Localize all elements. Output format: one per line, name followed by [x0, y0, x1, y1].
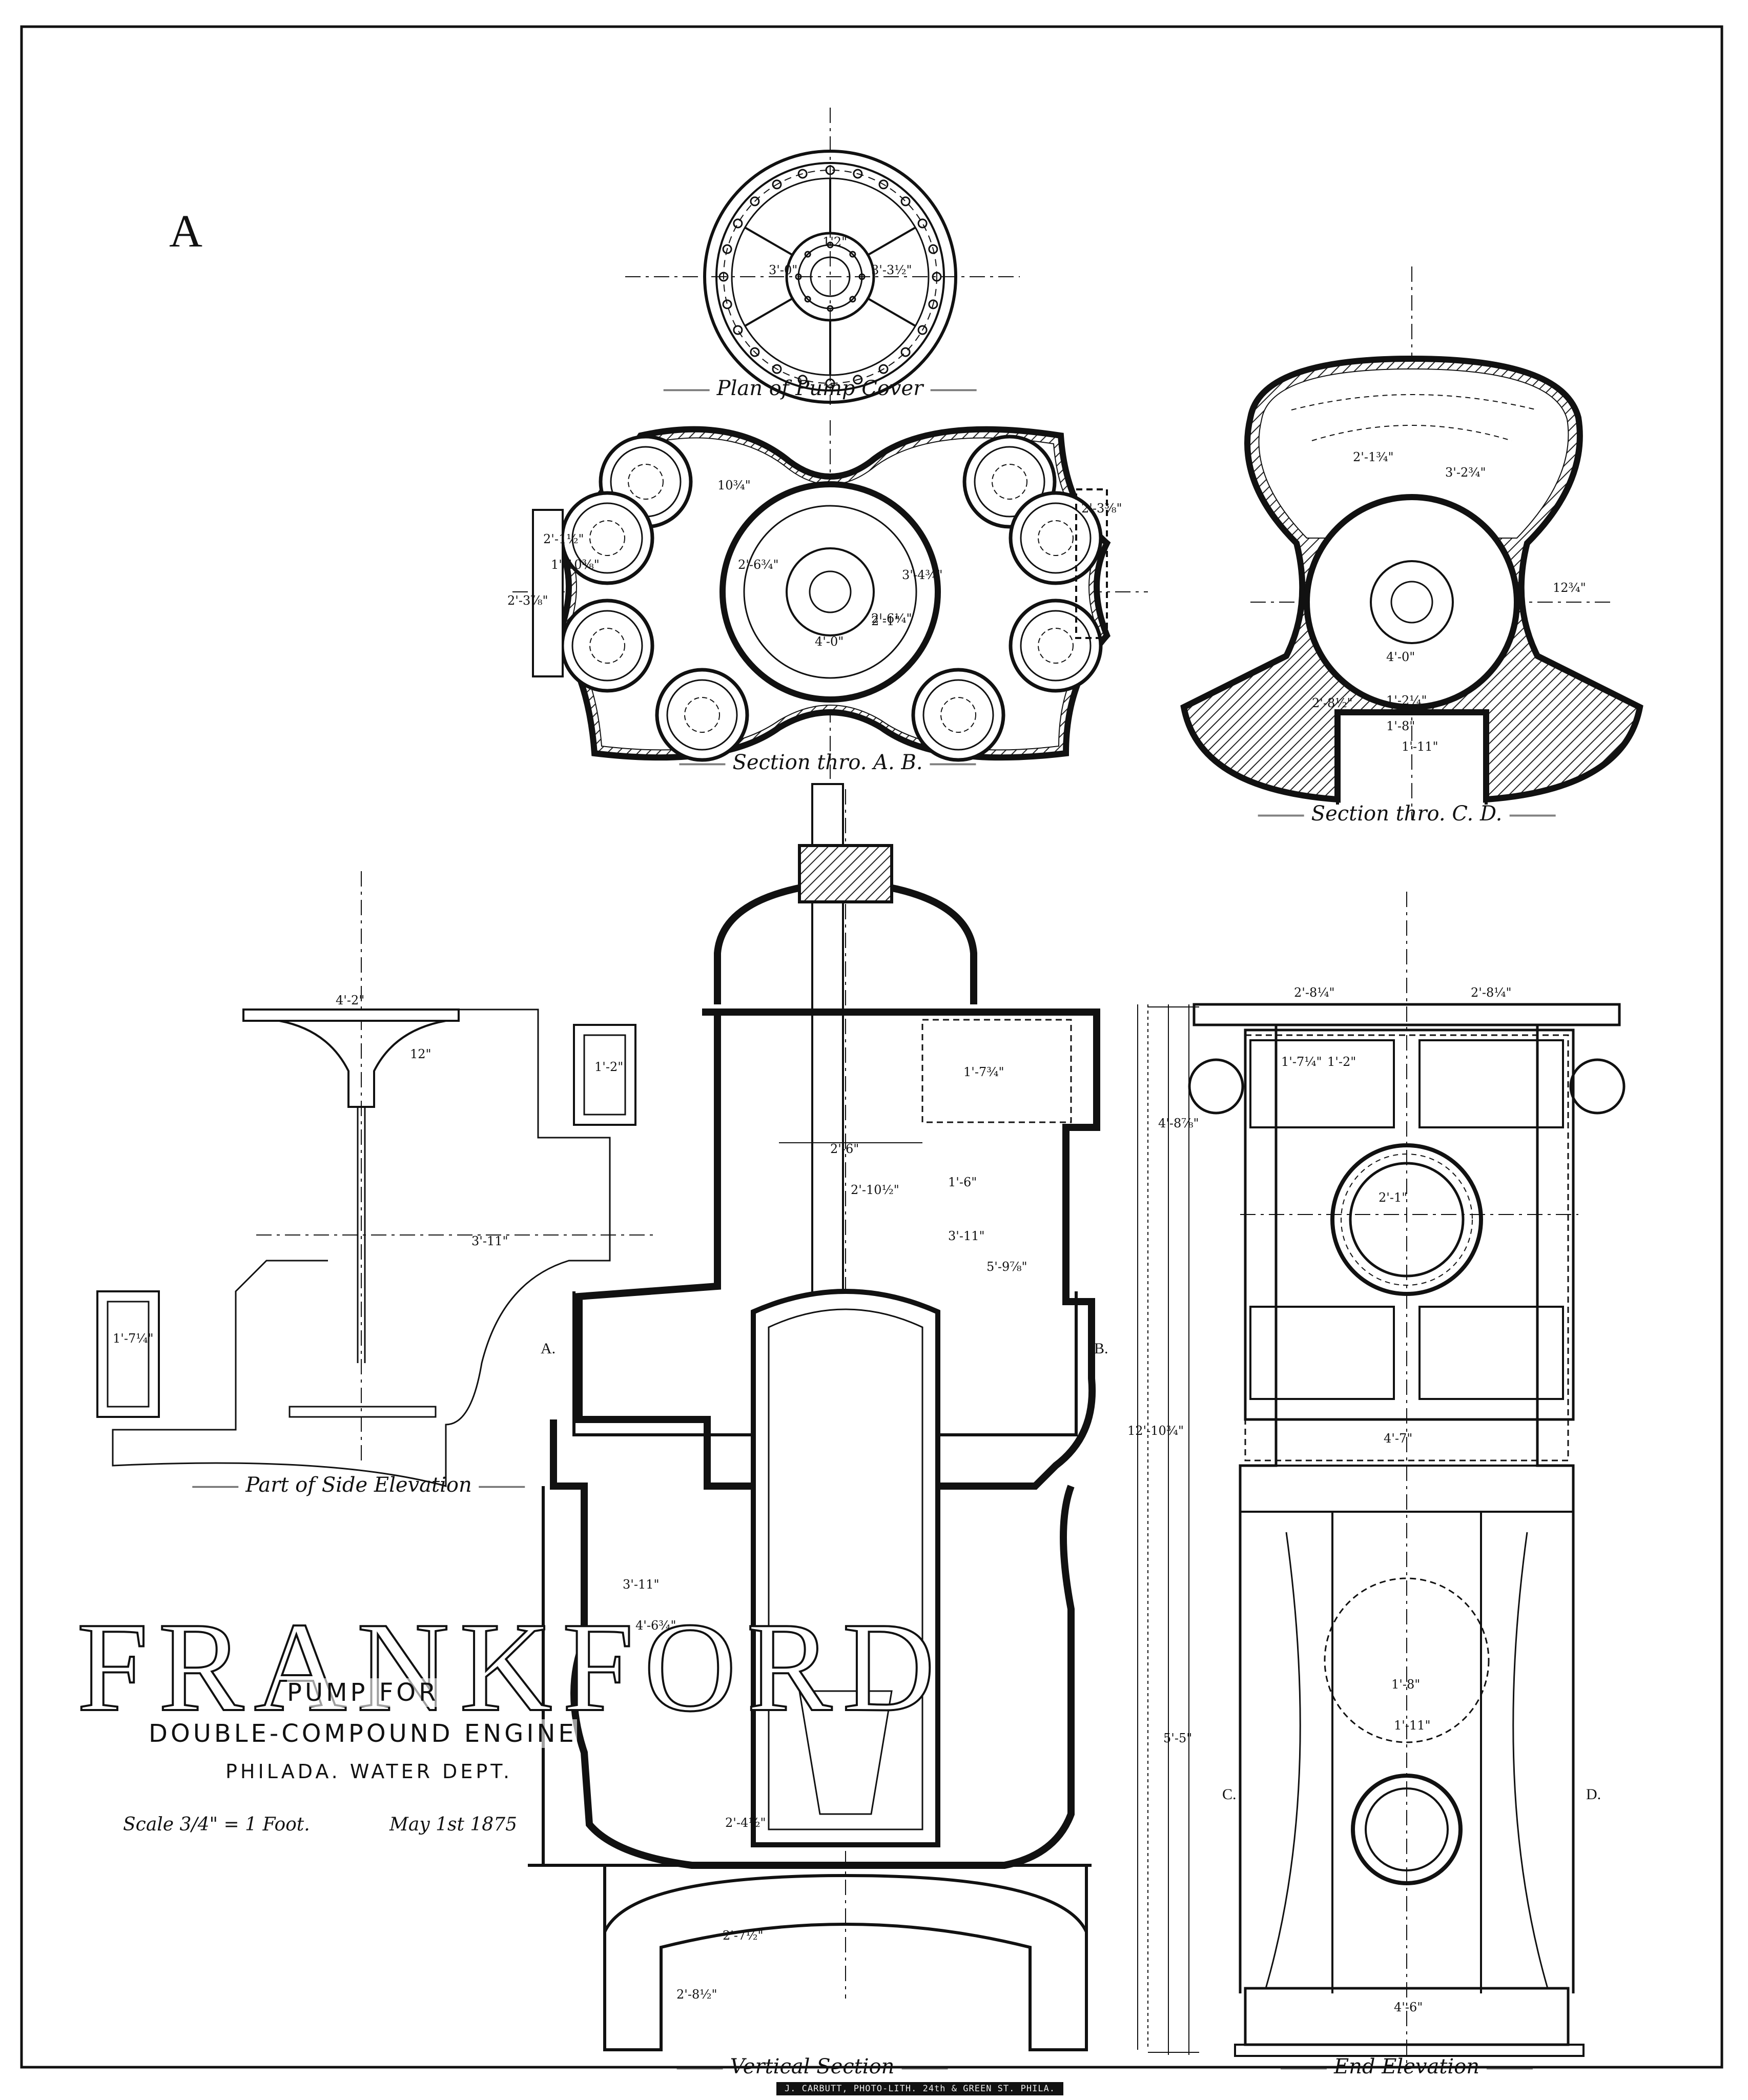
subtitle-line-1: PUMP FOR [287, 1678, 439, 1707]
dimension-vertical-2: 3'-11" [948, 1229, 985, 1243]
dimension-end-3: 1'-2" [1327, 1055, 1356, 1069]
section-point-b: B. [1094, 1340, 1108, 1357]
dimension-vertical-13: 5'-5" [1163, 1731, 1192, 1745]
dimension-cover-2: 1'2" [822, 235, 847, 249]
dimension-ab-5: 2'-1" [871, 614, 900, 628]
dimension-lines [1148, 1004, 1199, 2055]
dimension-cd-7: 12¾" [1553, 581, 1586, 595]
dimension-vertical-12: 4'-8⅞" [1158, 1116, 1199, 1130]
dimension-cd-6: 2'-8½" [1312, 696, 1353, 710]
dimension-vertical-0: 2'-6" [830, 1142, 859, 1156]
caption-section-cd: Section thro. C. D. [1251, 802, 1563, 826]
dimension-vertical-11: 12'-10¾" [1127, 1424, 1184, 1438]
dimension-ab-1: 2'-1½" [543, 532, 584, 546]
dimension-side-2: 3'-11" [471, 1234, 508, 1248]
dimension-vertical-7: 4'-6¾" [635, 1618, 676, 1633]
dimension-cd-3: 1'-2¼" [1386, 693, 1427, 708]
dimension-ab-8: 2'-3⅞" [507, 593, 548, 608]
sheet-title: FRANKFORD [76, 1595, 945, 1739]
dimension-side-4: 1'-7¼" [113, 1331, 154, 1346]
section-point-a: A. [541, 1340, 556, 1357]
dimension-ab-3: 3'-4¾" [902, 568, 943, 582]
dimension-ab-6: 2'-6¼" [871, 611, 912, 626]
caption-side-elevation: Part of Side Elevation [185, 1473, 532, 1497]
dimension-vertical-1: 2'-10½" [851, 1183, 899, 1197]
scale-note: Scale 3/4" = 1 Foot. [123, 1814, 310, 1835]
dimension-end-1: 2'-8¼" [1471, 985, 1512, 1000]
dimension-vertical-4: 1'-6" [948, 1175, 977, 1189]
subtitle-line-2: DOUBLE-COMPOUND ENGINE [149, 1719, 577, 1748]
dimension-cd-5: 1'-11" [1402, 739, 1438, 754]
dimension-vertical-3: 5'-9⅞" [986, 1260, 1027, 1274]
section-point-d: D. [1586, 1786, 1601, 1803]
dimension-cover-1: 3'-3½" [871, 263, 912, 277]
dimension-cover-0: 3'-0" [769, 263, 797, 277]
caption-section-ab: Section thro. A. B. [672, 751, 983, 774]
dimension-cd-2: 4'-0" [1386, 650, 1415, 664]
dimension-end-6: 1'-8" [1391, 1677, 1420, 1692]
dimension-side-1: 12" [410, 1047, 431, 1061]
dimension-vertical-10: 2'-8½" [676, 1987, 717, 2002]
caption-end-elevation: End Elevation [1273, 2055, 1540, 2078]
printer-imprint: J. CARBUTT, PHOTO-LITH. 24th & GREEN ST.… [776, 2082, 1063, 2095]
side-elevation [96, 871, 656, 1487]
dimension-end-7: 1'-11" [1394, 1718, 1431, 1733]
dimension-ab-2: 2'-6¾" [738, 558, 779, 572]
date-note: May 1st 1875 [389, 1814, 518, 1835]
dimension-ab-0: 10¾" [717, 478, 751, 492]
dimension-end-5: 4'-7" [1384, 1431, 1412, 1446]
dimension-cd-4: 1'-8" [1386, 719, 1415, 733]
dimension-ab-9: 2'-3⅜" [1081, 501, 1122, 516]
dimension-end-8: 4'-6" [1394, 2000, 1423, 2014]
dimension-vertical-6: 3'-11" [623, 1577, 660, 1592]
caption-vertical-section: Vertical Section [670, 2055, 955, 2078]
dimension-end-2: 1'-7¼" [1281, 1055, 1322, 1069]
sheet-letter: A [169, 206, 202, 257]
dimension-cd-0: 2'-1¾" [1353, 450, 1394, 464]
dimension-end-4: 2'-1" [1379, 1190, 1407, 1205]
dimension-ab-4: 4'-0" [815, 634, 844, 649]
dimension-vertical-9: 2'-7½" [723, 1928, 764, 1943]
caption-pump-cover: Plan of Pump Cover [656, 377, 984, 400]
dimension-vertical-8: 2'-4½" [725, 1816, 766, 1830]
dimension-side-0: 4'-2" [336, 993, 364, 1007]
dimension-end-0: 2'-8¼" [1294, 985, 1335, 1000]
section-cd [1180, 266, 1643, 820]
subtitle-line-3: PHILADA. WATER DEPT. [225, 1760, 513, 1783]
dimension-figures: 3'-0" 3'-3½" 1'2" 10¾" 2'-1½" 2'-6¾" 3'-4¾" 4'-… [113, 235, 1586, 2014]
end-elevation [1188, 892, 1626, 2065]
dimension-vertical-5: 1'-7¾" [963, 1065, 1004, 1079]
dimension-cd-1: 3'-2¾" [1445, 465, 1486, 480]
pump-cover-plan [625, 108, 1020, 405]
dimension-ab-7: 1'-10⅜" [551, 558, 600, 572]
dimension-side-3: 1'-2" [594, 1060, 623, 1074]
section-point-c: C. [1222, 1786, 1237, 1803]
section-ab [512, 420, 1148, 779]
vertical-section [528, 783, 1148, 2051]
